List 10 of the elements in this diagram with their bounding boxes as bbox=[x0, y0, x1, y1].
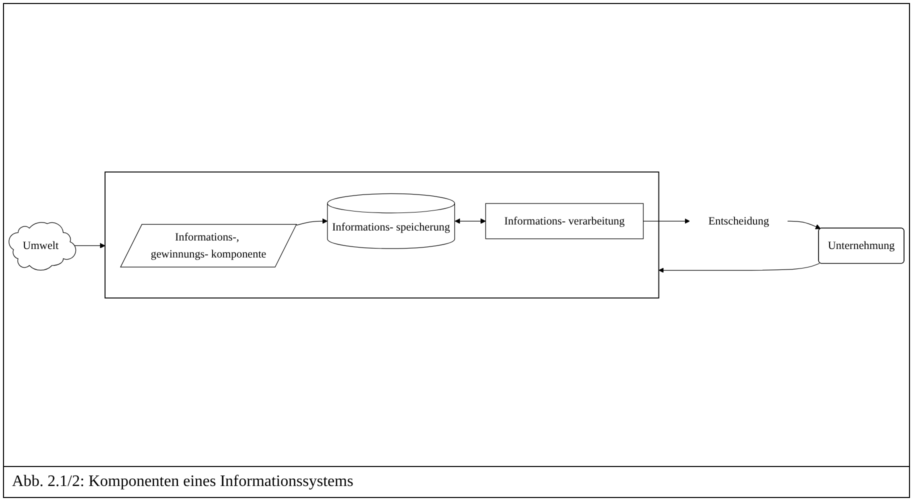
cluster bbox=[104, 172, 660, 298]
node-box: Informations- verarbeitung bbox=[485, 203, 644, 240]
arrow bbox=[658, 263, 820, 273]
arrow bbox=[296, 218, 328, 226]
arrow bbox=[74, 242, 106, 248]
arrow bbox=[787, 220, 821, 230]
arrow bbox=[454, 218, 486, 224]
arrow bbox=[642, 218, 690, 224]
figure-caption: Abb. 2.1/2: Komponenten eines Informationssystems bbox=[4, 466, 909, 497]
node-text: Entscheidung bbox=[708, 214, 770, 228]
